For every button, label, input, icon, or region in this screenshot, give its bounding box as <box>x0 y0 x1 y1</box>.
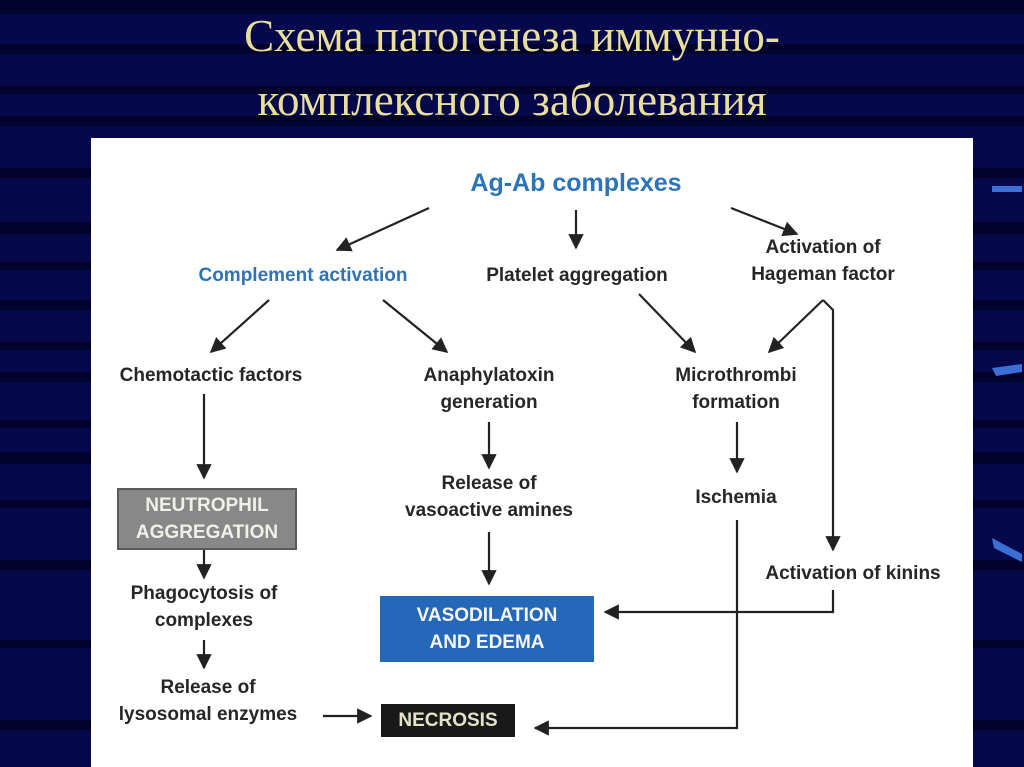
node-platelet-aggregation: Platelet aggregation <box>457 262 697 289</box>
node-release-vasoactive-amines: Release of vasoactive amines <box>369 470 609 524</box>
node-lysosomal-line1: Release of <box>160 677 256 698</box>
arrow-kinins-vasodilation <box>603 590 835 620</box>
node-release-amines-line1: Release of <box>441 473 537 494</box>
node-release-amines-line2: vasoactive amines <box>405 500 573 521</box>
decorative-dashes <box>992 186 1022 562</box>
node-vasodilation-edema: VASODILATION AND EDEMA <box>380 596 594 662</box>
node-microthrombi-formation: Microthrombi formation <box>651 362 821 416</box>
node-complement-label: Complement activation <box>198 265 408 286</box>
node-complement-activation: Complement activation <box>163 262 443 289</box>
arrow-complement-chemotactic <box>209 299 270 354</box>
node-anaphylatoxin-generation: Anaphylatoxin generation <box>389 362 589 416</box>
slide-title-line1: Схема патогенеза иммунно- <box>244 11 780 61</box>
node-neutrophil-line1: NEUTROPHIL <box>145 495 269 516</box>
node-chemotactic-label: Chemotactic factors <box>119 365 303 386</box>
node-ischemia: Ischemia <box>671 484 801 511</box>
node-neutrophil-line2: AGGREGATION <box>135 522 279 543</box>
node-microthrombi-line2: formation <box>692 392 780 413</box>
node-necrosis: NECROSIS <box>381 704 515 737</box>
node-lysosomal-enzymes: Release of lysosomal enzymes <box>93 674 323 728</box>
arrow-ischemia-necrosis <box>533 520 739 736</box>
node-phagocytosis: Phagocytosis of complexes <box>91 580 317 634</box>
node-hageman-line2: Hageman factor <box>751 264 895 285</box>
node-ischemia-label: Ischemia <box>695 487 777 508</box>
node-phagocytosis-line2: complexes <box>154 610 254 631</box>
node-chemotactic-factors: Chemotactic factors <box>91 362 331 389</box>
node-activation-of-kinins: Activation of kinins <box>739 560 967 587</box>
slide-title-line2: комплексного заболевания <box>257 75 767 125</box>
node-vasodilation-line2: AND EDEMA <box>429 632 545 653</box>
arrow-agab-hageman <box>730 206 799 237</box>
node-ag-ab-label: Ag-Ab complexes <box>470 169 682 197</box>
diagram-panel: Ag-Ab complexes Complement activation Pl… <box>91 138 973 767</box>
arrow-hageman-microthrombi <box>767 299 824 354</box>
node-anaphylatoxin-line2: generation <box>440 392 538 413</box>
arrow-complement-anaphylatoxin <box>382 299 449 353</box>
node-neutrophil-aggregation: NEUTROPHIL AGGREGATION <box>117 488 297 550</box>
node-ag-ab-complexes: Ag-Ab complexes <box>426 168 726 198</box>
diagram-arrows <box>196 206 841 736</box>
arrow-platelet-microthrombi <box>638 293 697 354</box>
node-phagocytosis-line1: Phagocytosis of <box>130 583 278 604</box>
node-anaphylatoxin-line1: Anaphylatoxin <box>423 365 555 386</box>
node-platelet-label: Platelet aggregation <box>486 265 668 286</box>
node-hageman-factor: Activation of Hageman factor <box>723 234 923 288</box>
node-necrosis-label: NECROSIS <box>398 710 498 731</box>
slide-title: Схема патогенеза иммунно- комплексного з… <box>0 4 1024 132</box>
node-hageman-line1: Activation of <box>765 237 881 258</box>
arrow-hageman-kinins <box>822 299 841 552</box>
arrow-agab-complement <box>335 206 430 252</box>
node-vasodilation-line1: VASODILATION <box>416 605 558 626</box>
node-microthrombi-line1: Microthrombi <box>675 365 797 386</box>
node-lysosomal-line2: lysosomal enzymes <box>118 704 298 725</box>
node-kinins-label: Activation of kinins <box>765 563 941 584</box>
